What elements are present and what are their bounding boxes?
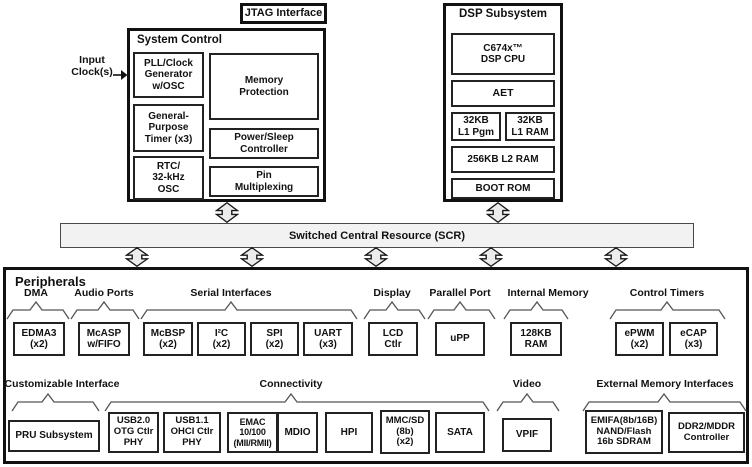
brace-external-memory-interfaces [582,392,747,412]
group-label-control-timers: Control Timers [629,287,705,299]
system-control-box: System Control PLL/Clock Generator w/OSC… [127,28,326,202]
group-label-parallel-port: Parallel Port [429,287,491,299]
bus-arrow-icon [215,202,239,223]
brace-display [363,300,426,320]
block-i2c: I²C (x2) [197,322,246,356]
brace-serial-interfaces [140,300,358,320]
brace-dma [6,300,70,320]
block-l1-ram: 32KB L1 RAM [505,112,555,141]
group-label-audio-ports: Audio Ports [74,287,134,299]
block-aet: AET [451,80,555,107]
block-boot-rom: BOOT ROM [451,178,555,199]
block-pin-multiplexing: Pin Multiplexing [209,166,319,197]
block-edma3: EDMA3 (x2) [13,322,65,356]
group-label-external-memory-interfaces: External Memory Interfaces [596,378,734,390]
block-upp: uPP [435,322,485,356]
dsp-subsystem-title: DSP Subsystem [459,8,547,20]
bus-arrow-icon [486,202,510,223]
block-hpi: HPI [325,412,373,453]
brace-customizable-interface [11,392,100,412]
brace-parallel-port [427,300,496,320]
block-lcd-ctlr: LCD Ctlr [368,322,418,356]
block-emifa: EMIFA(8b/16B) NAND/Flash 16b SDRAM [585,410,663,454]
peripherals-title: Peripherals [15,274,86,289]
block-spi: SPI (x2) [250,322,299,356]
block-mcbsp: McBSP (x2) [143,322,193,356]
block-mcasp: McASP w/FIFO [78,322,130,356]
block-gp-timer: General- Purpose Timer (x3) [133,104,204,152]
bus-arrow-icon [479,247,503,267]
block-epwm: ePWM (x2) [615,322,664,356]
group-label-internal-memory: Internal Memory [507,287,589,299]
brace-connectivity [104,392,490,412]
block-memory-protection: Memory Protection [209,53,319,120]
group-label-serial-interfaces: Serial Interfaces [190,287,272,299]
brace-internal-memory [503,300,569,320]
block-ddr2-mddr: DDR2/MDDR Controller [668,412,745,453]
group-label-connectivity: Connectivity [259,378,323,390]
block-vpif: VPIF [502,418,552,452]
block-128kb-ram: 128KB RAM [510,322,562,356]
block-l1-pgm: 32KB L1 Pgm [451,112,501,141]
block-ecap: eCAP (x3) [669,322,718,356]
brace-video [496,392,560,412]
bus-arrow-icon [240,247,264,267]
brace-audio-ports [70,300,140,320]
group-label-dma: DMA [24,287,48,299]
group-label-video: Video [512,378,542,390]
block-rtc-osc: RTC/ 32-kHz OSC [133,156,204,200]
block-pll-clock-generator: PLL/Clock Generator w/OSC [133,52,204,98]
scr-bar: Switched Central Resource (SCR) [60,223,694,248]
block-usb20-otg: USB2.0 OTG Ctlr PHY [108,412,159,453]
group-label-display: Display [373,287,411,299]
group-label-customizable-interface: Customizable Interface [4,378,120,390]
block-emac: EMAC 10/100 (MII/RMII) [227,412,278,453]
block-power-sleep-controller: Power/Sleep Controller [209,128,319,159]
block-mmcsd: MMC/SD (8b) (x2) [380,410,430,454]
block-pru-subsystem: PRU Subsystem [8,420,100,452]
block-mdio: MDIO [277,412,318,453]
dsp-subsystem-box: DSP Subsystem C674x™ DSP CPU AET 32KB L1… [443,3,563,202]
block-l2-ram: 256KB L2 RAM [451,146,555,173]
jtag-interface-box: JTAG Interface [240,3,327,24]
brace-control-timers [609,300,726,320]
block-dsp-cpu: C674x™ DSP CPU [451,33,555,75]
input-clocks-label: Input Clock(s) [71,54,113,78]
bus-arrow-icon [364,247,388,267]
input-clock-arrow-icon [113,70,128,80]
bus-arrow-icon [125,247,149,267]
system-control-title: System Control [137,34,222,46]
block-usb11-ohci: USB1.1 OHCI Ctlr PHY [163,412,221,453]
block-uart: UART (x3) [303,322,353,356]
block-sata: SATA [435,412,485,453]
bus-arrow-icon [604,247,628,267]
